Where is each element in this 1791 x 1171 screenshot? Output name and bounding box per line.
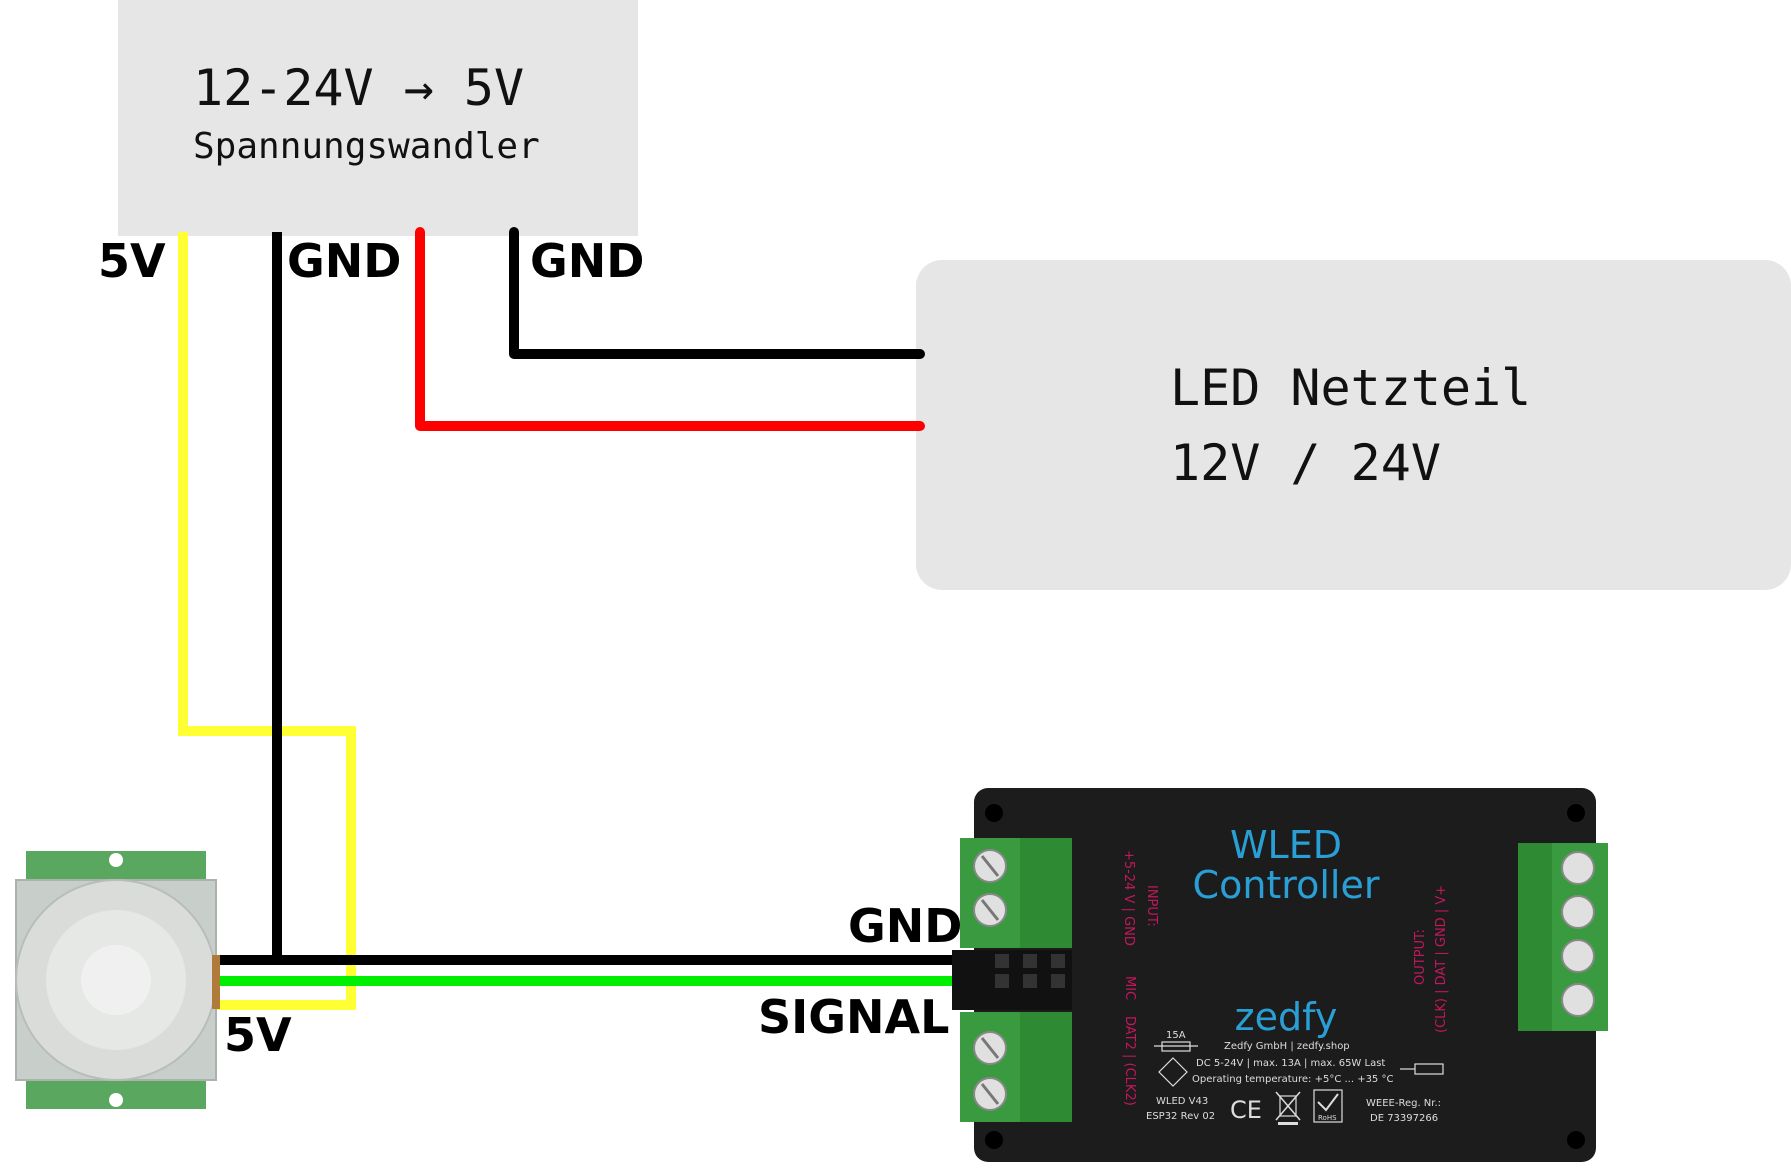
class-iii-icon (1158, 1057, 1188, 1087)
temp-label: Operating temperature: +5°C ... +35 °C (1192, 1074, 1393, 1085)
psu-subtitle: 12V / 24V (1170, 434, 1441, 492)
ce-mark-icon: CE (1230, 1096, 1262, 1124)
mic-label: MIC (1122, 976, 1137, 1000)
psu-box (916, 260, 1791, 590)
wire-black-psu-gnd (509, 227, 925, 359)
wled-controller: WLED Controller zedfy INPUT: +5-24 V | G… (952, 788, 1608, 1162)
input-pins: +5-24 V | GND (1121, 850, 1136, 946)
input-label: INPUT: (1144, 885, 1159, 927)
screw-terminal-icon (1518, 843, 1608, 1031)
spec-label: DC 5-24V | max. 13A | max. 65W Last (1196, 1058, 1385, 1069)
psu-title: LED Netzteil (1170, 359, 1531, 417)
output-label: OUTPUT: (1413, 929, 1428, 985)
controller-title-line1: WLED (1230, 823, 1342, 867)
rohs-check-icon: RoHS (1313, 1089, 1343, 1123)
screw-terminal-icon (960, 1012, 1072, 1122)
dat2-label: DAT2 | (CLK2) (1122, 1016, 1137, 1106)
wire-red-psu-plus (415, 227, 925, 431)
screw-terminal-icon (960, 838, 1072, 948)
label-psu-gnd: GND (530, 234, 644, 288)
fuse-label: 15A (1166, 1030, 1186, 1041)
mounting-hole-icon (985, 1131, 1003, 1149)
svg-text:RoHS: RoHS (1318, 1114, 1337, 1122)
converter-subtitle: Spannungswandler (193, 126, 540, 167)
label-conv-gnd: GND (287, 234, 401, 288)
label-pir-5v: 5V (224, 1008, 292, 1062)
mounting-hole-icon (1567, 1131, 1585, 1149)
pir-sensor-icon (15, 851, 220, 1109)
label-ctrl-signal: SIGNAL (758, 990, 949, 1044)
model-label: WLED V43 (1156, 1096, 1208, 1107)
converter-box (118, 0, 638, 236)
weee-number: DE 73397266 (1370, 1113, 1438, 1124)
weee-bin-icon (1275, 1091, 1301, 1125)
converter-title: 12-24V → 5V (193, 59, 524, 117)
wire-yellow-5v (178, 232, 356, 1010)
controller-brand: zedfy (1235, 995, 1338, 1039)
pin-header (952, 950, 1072, 1010)
controller-body (974, 788, 1596, 1162)
controller-title-line2: Controller (1193, 863, 1380, 907)
label-ctrl-gnd: GND (848, 899, 962, 953)
rev-label: ESP32 Rev 02 (1146, 1111, 1215, 1122)
weee-label: WEEE-Reg. Nr.: (1366, 1098, 1441, 1109)
company-label: Zedfy GmbH | zedfy.shop (1224, 1041, 1350, 1052)
fuse-icon (1154, 1041, 1198, 1052)
output-pins: (CLK) | DAT | GND | V+ (1434, 885, 1449, 1033)
mounting-hole-icon (985, 804, 1003, 822)
mounting-hole-icon (1567, 804, 1585, 822)
label-conv-5v: 5V (98, 234, 166, 288)
